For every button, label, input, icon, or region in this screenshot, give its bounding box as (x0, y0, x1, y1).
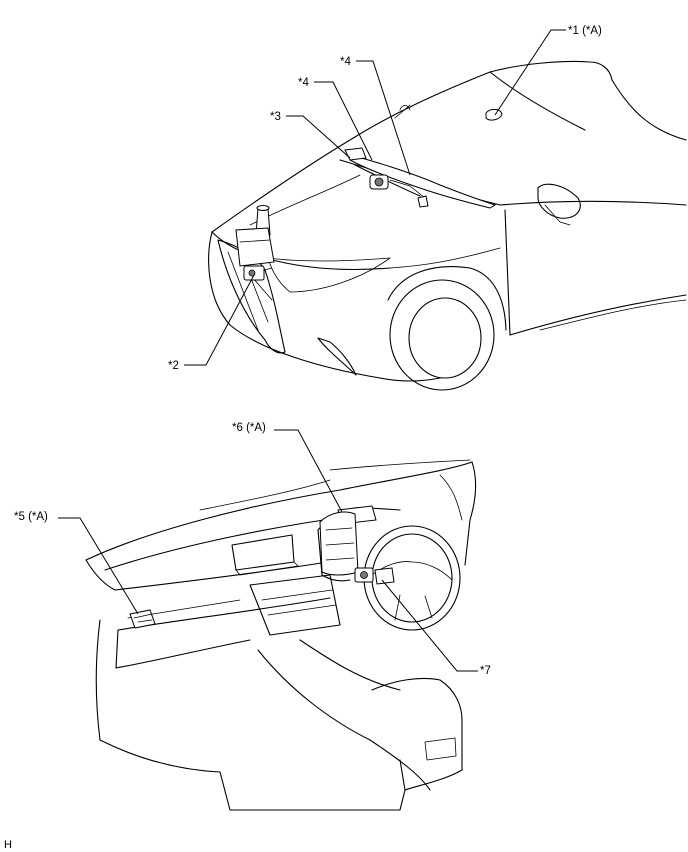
callout-label-7: *7 (480, 665, 491, 677)
steering-column-module-part (319, 505, 395, 585)
leader-line-6 (274, 429, 343, 513)
leader-line-7 (381, 579, 478, 672)
washer-tank-part (235, 205, 275, 281)
callout-label-6: *6 (*A) (232, 422, 266, 434)
callout-4a: *4 (340, 56, 411, 176)
ecu-module-part (129, 609, 156, 629)
leader-line-4a (356, 60, 411, 176)
leader-line-3 (286, 115, 351, 159)
callout-label-4b: *4 (298, 77, 309, 89)
callout-5: *5 (*A) (14, 511, 139, 615)
callout-label-2: *2 (168, 360, 179, 372)
leader-line-4b (314, 81, 373, 161)
callout-4b: *4 (298, 77, 373, 161)
figure-code: H (4, 839, 12, 851)
vehicle-interior-illustration (85, 459, 477, 811)
wiper-linkage-part (344, 147, 497, 209)
callout-6: *6 (*A) (232, 422, 343, 513)
callout-1: *1 (*A) (494, 25, 602, 116)
washer-nozzle-part (485, 108, 503, 121)
leader-line-1 (494, 29, 566, 116)
leader-line-5 (58, 517, 139, 615)
callout-7: *7 (381, 579, 491, 677)
leader-line-2 (184, 274, 255, 366)
callout-label-3: *3 (270, 111, 281, 123)
callout-label-4a: *4 (340, 56, 351, 68)
callout-label-5: *5 (*A) (14, 511, 48, 523)
callout-2: *2 (168, 274, 255, 372)
callout-label-1: *1 (*A) (568, 25, 602, 37)
callout-3: *3 (270, 111, 351, 159)
